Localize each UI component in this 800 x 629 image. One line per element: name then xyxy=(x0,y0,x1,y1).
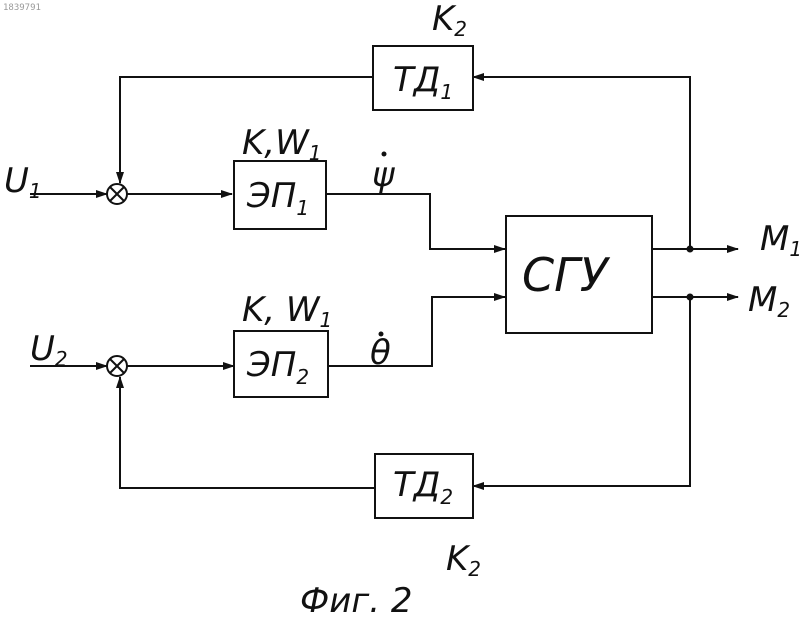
td2-gain-label: K2 xyxy=(446,539,481,581)
theta-line xyxy=(328,297,505,366)
m2-branch-node xyxy=(687,294,694,301)
psi-label: ψ xyxy=(372,155,395,195)
theta-derivative-dot xyxy=(379,332,384,337)
summing-junction-2 xyxy=(107,356,127,376)
psi-line xyxy=(326,194,505,249)
document-id: 1839791 xyxy=(3,3,41,13)
ep2-params-label: K, W1 xyxy=(242,290,332,332)
sgu-label: СГУ xyxy=(522,248,611,302)
summing-junction-1 xyxy=(107,184,127,204)
psi-derivative-dot xyxy=(382,152,387,157)
u1-label: U1 xyxy=(4,161,42,203)
m1-label: M1 xyxy=(760,219,800,261)
theta-label: θ xyxy=(370,333,391,373)
figure-caption: Фиг. 2 xyxy=(300,581,412,621)
u2-label: U2 xyxy=(30,329,68,371)
m1-branch-node xyxy=(687,246,694,253)
ep1-params-label: K,W1 xyxy=(242,123,321,165)
td1-gain-label: K2 xyxy=(432,0,467,41)
m2-label: M2 xyxy=(748,280,790,322)
